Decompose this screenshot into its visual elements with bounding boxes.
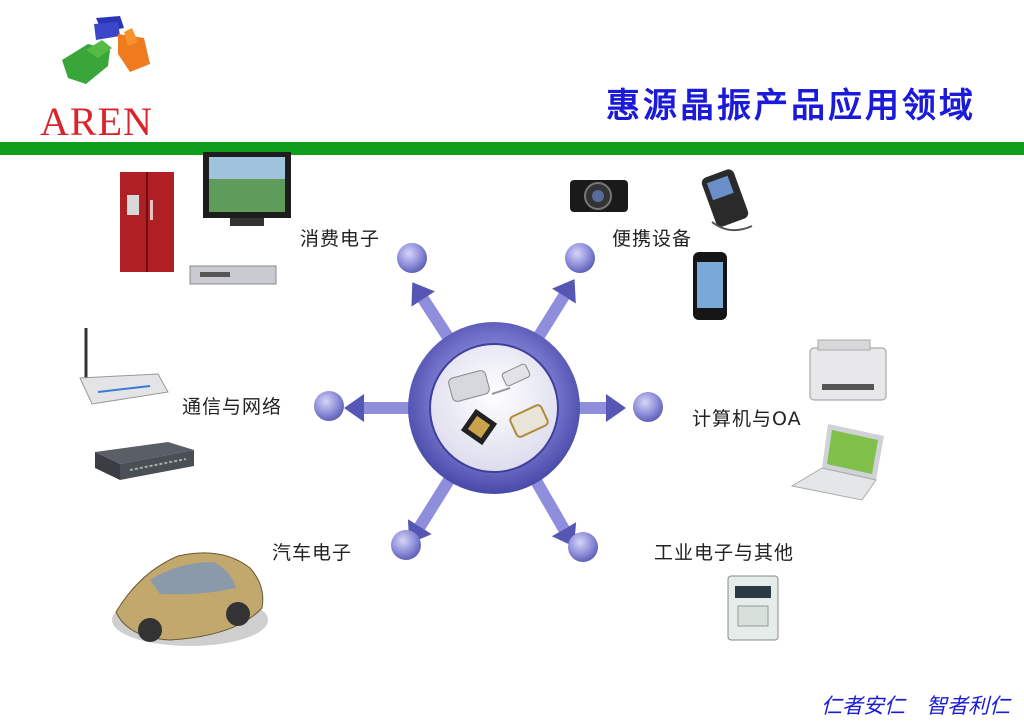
node-auto	[391, 530, 421, 560]
node-computer	[633, 392, 663, 422]
television-icon	[203, 152, 291, 226]
refrigerator-icon	[120, 172, 174, 272]
category-label-consumer: 消费电子	[300, 228, 381, 250]
dvd-player-icon	[189, 265, 277, 285]
category-label-computer: 计算机与OA	[692, 408, 802, 430]
node-consumer	[397, 243, 427, 273]
aren-hands-logo-icon	[62, 16, 150, 84]
electric-meter-icon	[727, 575, 779, 641]
category-label-auto: 汽车电子	[272, 542, 353, 564]
car-icon	[112, 552, 268, 646]
node-industrial	[568, 532, 598, 562]
crystal-oscillators-icon	[448, 363, 549, 446]
category-label-industrial: 工业电子与其他	[654, 542, 795, 564]
footer-motto: 仁者安仁 智者利仁	[821, 694, 1010, 718]
printer-icon	[809, 339, 887, 401]
node-comm	[314, 391, 344, 421]
logo	[58, 14, 158, 94]
node-portable	[565, 243, 595, 273]
laptop-icon	[790, 424, 884, 501]
camera-icon	[570, 180, 628, 212]
smartphone-icon	[693, 252, 727, 320]
network-switch-icon	[95, 442, 194, 480]
mp3-player-icon	[701, 169, 753, 232]
page-title: 惠源晶振产品应用领域	[606, 86, 976, 126]
wireless-router-icon	[79, 328, 169, 405]
category-label-comm: 通信与网络	[182, 396, 283, 418]
header-divider-bar	[0, 142, 1024, 155]
category-label-portable: 便携设备	[612, 228, 693, 250]
brand-name: AREN	[40, 99, 153, 144]
